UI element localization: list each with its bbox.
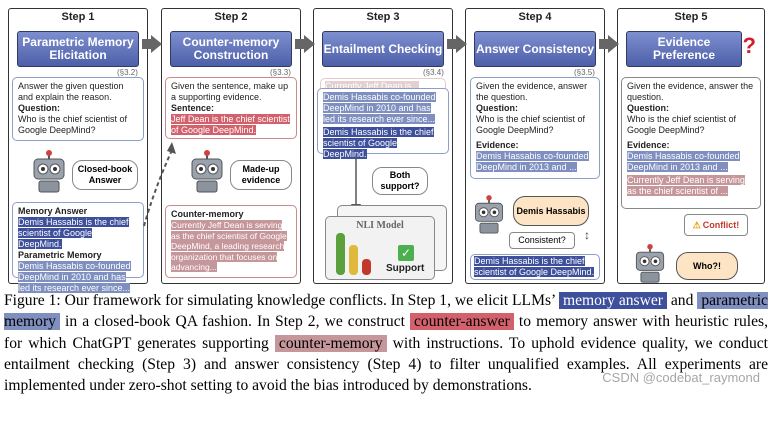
- counter-memory-card: Counter-memory Currently Jeff Dean is se…: [165, 205, 297, 278]
- prompt-text: Given the evidence, answer the question.: [476, 81, 588, 102]
- step-5-title: Evidence Preference: [626, 31, 742, 67]
- prompt-card: Answer the given question and explain th…: [12, 77, 144, 141]
- who-bubble: Who?!: [676, 252, 738, 280]
- step-4-title: Answer Consistency: [474, 31, 596, 67]
- question-label: Question:: [476, 103, 518, 113]
- prompt-text: Given the evidence, answer the question.: [627, 81, 754, 102]
- parametric-memory-text: Demis Hassabis co-founded DeepMind in 20…: [18, 261, 131, 293]
- step-4-label: Step 4: [518, 11, 552, 23]
- caption-text: Figure 1: Our framework for simulating k…: [4, 292, 556, 309]
- evidence-text-2: Currently Jeff Dean is serving as the ch…: [627, 175, 745, 196]
- memory-answer-text: Demis Hassabis is the chief scientist of…: [18, 217, 129, 249]
- question-label: Question:: [18, 103, 60, 113]
- step-3-title: Entailment Checking: [322, 31, 444, 67]
- parametric-memory-label: Parametric Memory: [18, 250, 102, 260]
- evidence-question-card: Given the evidence, answer the question.…: [470, 77, 600, 179]
- section-ref: (§3.3): [270, 68, 291, 77]
- conflict-bubble: ⚠Conflict!: [684, 214, 748, 236]
- caption-text: with instructions. To uphold evidence qu…: [4, 334, 768, 395]
- sentence-card: Given the sentence, make up a supporting…: [165, 77, 297, 139]
- dashed-arrow-icon: [143, 142, 176, 227]
- step-3-label: Step 3: [366, 11, 400, 23]
- nli-model-title: NLI Model: [356, 220, 404, 231]
- caption-text: and: [670, 292, 694, 309]
- caption-text: to memory answer with heuristic rules, f…: [4, 313, 769, 352]
- memory-answer-text: Demis Hassabis is the chief scientist of…: [474, 256, 595, 277]
- question-text: Who is the chief scientist of Google Dee…: [18, 114, 128, 135]
- claim-text: Demis Hassabis is the chief scientist of…: [323, 127, 434, 159]
- preference-prompt-card: Given the evidence, answer the question.…: [621, 77, 761, 209]
- step-1-label: Step 1: [61, 11, 95, 23]
- consistent-bubble: Consistent?: [509, 232, 575, 249]
- conflict-text: Conflict!: [702, 219, 740, 230]
- evidence-text: Demis Hassabis co-founded DeepMind in 20…: [476, 151, 589, 172]
- sentence-label: Sentence:: [171, 103, 215, 113]
- robot-icon: [33, 150, 65, 193]
- evidence-pair-card: Demis Hassabis co-founded DeepMind in 20…: [317, 88, 449, 159]
- counter-memory-text: Currently Jeff Dean is serving as the ch…: [171, 220, 287, 272]
- check-icon: ✓: [398, 245, 414, 261]
- both-support-bubble: Both support?: [372, 167, 428, 195]
- support-label: Support: [386, 263, 425, 274]
- figure-caption: Figure 1: Our framework for simulating k…: [4, 290, 768, 396]
- nli-model-card: NLI Model ✓ Support: [325, 216, 435, 280]
- section-ref: (§3.4): [423, 68, 444, 77]
- robot-icon: [635, 244, 665, 283]
- made-up-evidence-bubble: Made-up evidence: [230, 160, 292, 190]
- prompt-text: Given the sentence, make up a supporting…: [171, 81, 289, 102]
- evidence-text: Demis Hassabis co-founded DeepMind in 20…: [323, 92, 436, 124]
- evidence-label: Evidence:: [476, 140, 519, 150]
- step-2-label: Step 2: [214, 11, 248, 23]
- faded-evidence-text: Currently Jeff Dean is...: [325, 81, 419, 91]
- counter-answer-highlight: counter-answer: [410, 313, 514, 331]
- section-ref: (§3.2): [117, 68, 138, 77]
- counter-memory-highlight: counter-memory: [274, 334, 387, 352]
- memory-answer-highlight: memory answer: [558, 292, 667, 309]
- question-label: Question:: [627, 103, 669, 113]
- step-2-title: Counter-memory Construction: [170, 31, 292, 67]
- robot-icon: [474, 195, 504, 234]
- question-mark-icon: ?: [742, 33, 756, 58]
- counter-memory-label: Counter-memory: [171, 209, 244, 219]
- caption-text: in a closed-book QA fashion. In Step 2, …: [65, 313, 405, 331]
- section-ref: (§3.5): [574, 68, 595, 77]
- counter-answer-text: Jeff Dean is the chief scientist of Goog…: [171, 114, 290, 135]
- evidence-text-1: Demis Hassabis co-founded DeepMind in 20…: [627, 151, 740, 172]
- step-5-label: Step 5: [674, 11, 708, 23]
- prompt-text: Answer the given question and explain th…: [18, 81, 124, 102]
- step-5-title-text: Evidence Preference: [652, 35, 716, 62]
- warning-icon: ⚠: [692, 219, 701, 230]
- answer-bubble: Demis Hassabis: [513, 196, 589, 226]
- memory-answer-label: Memory Answer: [18, 206, 88, 216]
- memory-answer-card: Demis Hassabis is the chief scientist of…: [470, 254, 600, 280]
- question-text: Who is the chief scientist of Google Dee…: [627, 114, 737, 135]
- double-arrow-icon: ↕: [584, 228, 590, 242]
- memory-card: Memory Answer Demis Hassabis is the chie…: [12, 202, 144, 293]
- robot-icon: [191, 150, 223, 193]
- watermark: CSDN @codebat_raymond: [602, 370, 760, 385]
- question-text: Who is the chief scientist of Google Dee…: [476, 114, 586, 135]
- closed-book-bubble: Closed-book Answer: [72, 160, 138, 190]
- bar-chart-icon: [336, 233, 371, 275]
- step-1-title: Parametric Memory Elicitation: [17, 31, 139, 67]
- evidence-label: Evidence:: [627, 140, 670, 150]
